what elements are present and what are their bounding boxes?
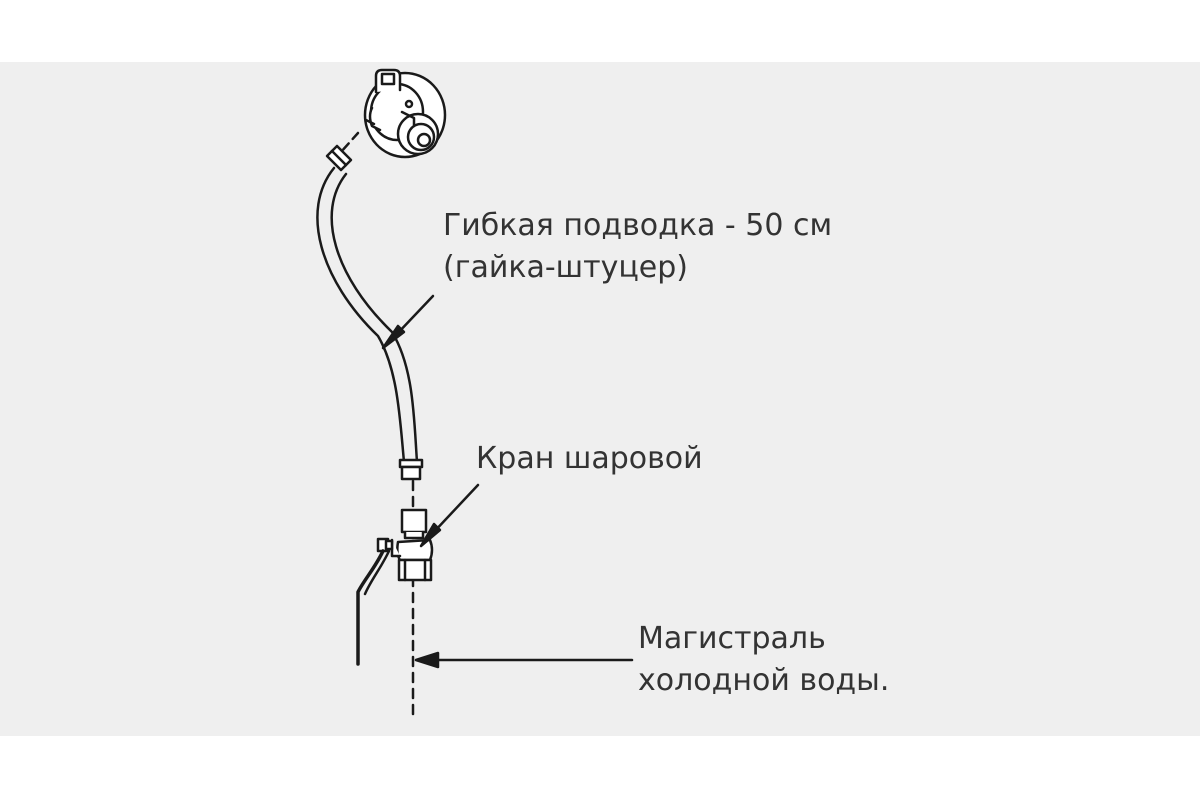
wall-fitting	[339, 68, 447, 159]
label-cold-water-main: Магистраль холодной воды.	[638, 618, 889, 702]
hose-upper-nut	[325, 144, 353, 172]
diagram-panel	[0, 62, 1200, 736]
leader-hose-arrow	[381, 294, 435, 350]
ball-valve	[356, 508, 434, 666]
label-flexible-hose-line1: Гибкая подводка - 50 см	[443, 208, 833, 243]
label-cold-water-main-line2: холодной воды.	[638, 663, 890, 698]
label-flexible-hose: Гибкая подводка - 50 см (гайка-штуцер)	[443, 205, 832, 289]
leader-valve-arrow	[419, 483, 480, 548]
flexible-hose	[316, 166, 419, 464]
label-ball-valve-line1: Кран шаровой	[476, 441, 703, 476]
label-flexible-hose-line2: (гайка-штуцер)	[443, 250, 688, 285]
label-cold-water-main-line1: Магистраль	[638, 621, 826, 656]
label-ball-valve: Кран шаровой	[476, 438, 703, 480]
hose-lower-fitting	[398, 458, 424, 481]
leader-main-arrow	[414, 651, 634, 669]
